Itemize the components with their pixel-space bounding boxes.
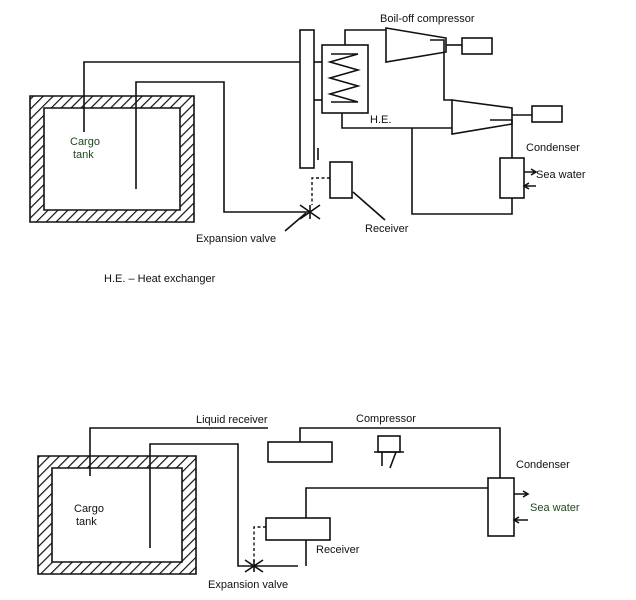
cargo-tank-1-label-line1: Cargo [70, 136, 100, 148]
diagram-2: Cargo tank Liquid receiver Compressor Co… [37, 413, 580, 591]
liquid-return-line-2 [149, 443, 298, 567]
receiver-1-label: Receiver [365, 223, 409, 235]
vapour-line-2 [89, 427, 268, 476]
discharge-line-1 [490, 119, 513, 158]
he-to-compressor-line [344, 29, 386, 45]
cargo-tank-2-label-line1: Cargo [74, 503, 104, 515]
liquid-return-line-1 [135, 81, 310, 213]
sea-water-2-label: Sea water [530, 502, 580, 514]
receiver-1 [329, 161, 353, 199]
boil-off-compressor-stage-2 [451, 99, 563, 135]
condenser-1-label: Condenser [526, 142, 580, 154]
diagram-1: Cargo tank H.E. Boil-off compressor [29, 13, 586, 285]
receiver-pointer-1 [352, 191, 386, 221]
cargo-tank-2-label-line2: tank [76, 516, 97, 528]
cargo-tank-1 [29, 95, 195, 223]
receiver-2 [265, 517, 331, 541]
he-legend: H.E. – Heat exchanger [104, 273, 216, 285]
boil-off-compressor-stage-1 [385, 27, 493, 63]
sea-water-out-arrow-1 [522, 182, 536, 190]
condensate-line-1 [411, 128, 513, 215]
condenser-2 [487, 477, 515, 537]
discharge-line-2 [370, 427, 501, 478]
interstage-line [430, 39, 452, 101]
expansion-valve-1-label: Expansion valve [196, 233, 276, 245]
sea-water-in-arrow-2 [514, 490, 530, 498]
expansion-pointer-1 [284, 212, 307, 232]
cargo-tank-2 [37, 455, 197, 575]
expansion-control-line-2 [253, 526, 266, 562]
receiver-2-label: Receiver [316, 544, 360, 556]
liquid-receiver [267, 441, 333, 463]
sea-water-1-label: Sea water [536, 169, 586, 181]
compressor-2 [374, 435, 404, 469]
sea-water-in-arrow-1 [524, 168, 538, 176]
receiver-to-compressor-line [299, 427, 370, 442]
boil-off-compressor-label: Boil-off compressor [380, 13, 475, 25]
he-label: H.E. [370, 114, 391, 126]
sea-water-out-arrow-2 [512, 516, 528, 524]
compressor-2-label: Compressor [356, 413, 416, 425]
expansion-valve-2 [244, 559, 264, 573]
condenser-1 [499, 157, 525, 199]
heat-exchanger [299, 29, 369, 169]
cargo-tank-1-label-line2: tank [73, 149, 94, 161]
he-outlet-line [341, 113, 452, 129]
condenser-2-label: Condenser [516, 459, 570, 471]
expansion-valve-2-label: Expansion valve [208, 579, 288, 591]
expansion-control-line-1 [311, 177, 330, 205]
expansion-valve-1 [299, 204, 321, 220]
liquid-receiver-label: Liquid receiver [196, 414, 268, 426]
vapour-line-1 [83, 61, 310, 132]
